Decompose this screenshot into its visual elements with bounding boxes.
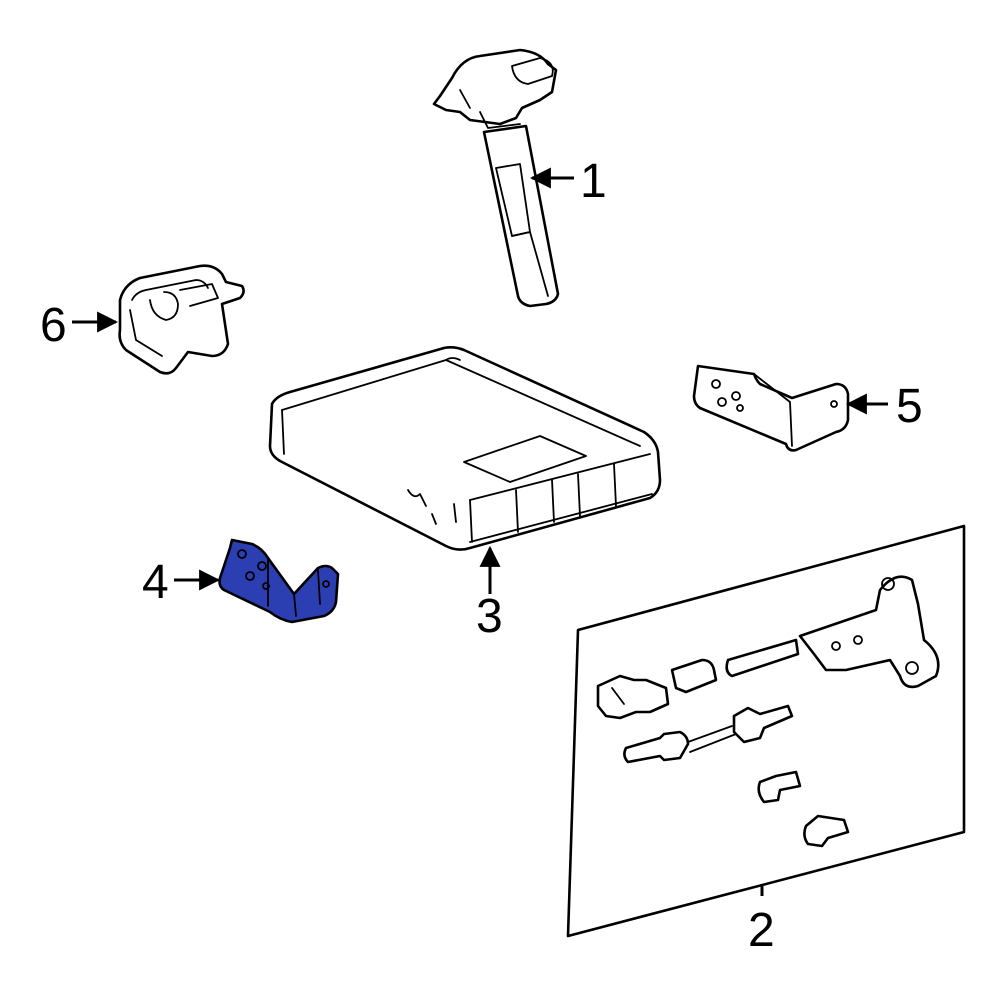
callout-6: 6 <box>40 299 67 352</box>
sensor-bracket <box>798 575 940 689</box>
bolt-flanged <box>803 814 850 848</box>
engine-control-module[interactable] <box>268 346 662 551</box>
callout-2: 2 <box>748 904 775 957</box>
link-rod <box>623 704 794 764</box>
callout-1: 1 <box>580 155 607 208</box>
bolt-small <box>757 770 802 804</box>
callout-5: 5 <box>896 380 923 433</box>
parts-kit-panel[interactable] <box>566 524 966 938</box>
ignition-coil[interactable] <box>432 48 560 308</box>
callout-3: 3 <box>476 590 503 643</box>
callout-4: 4 <box>142 556 169 609</box>
mounting-bracket-right[interactable] <box>692 364 850 452</box>
connector-plug <box>596 658 718 720</box>
mounting-bracket-left-highlighted[interactable] <box>218 538 340 624</box>
bracket-clip[interactable] <box>118 264 245 375</box>
